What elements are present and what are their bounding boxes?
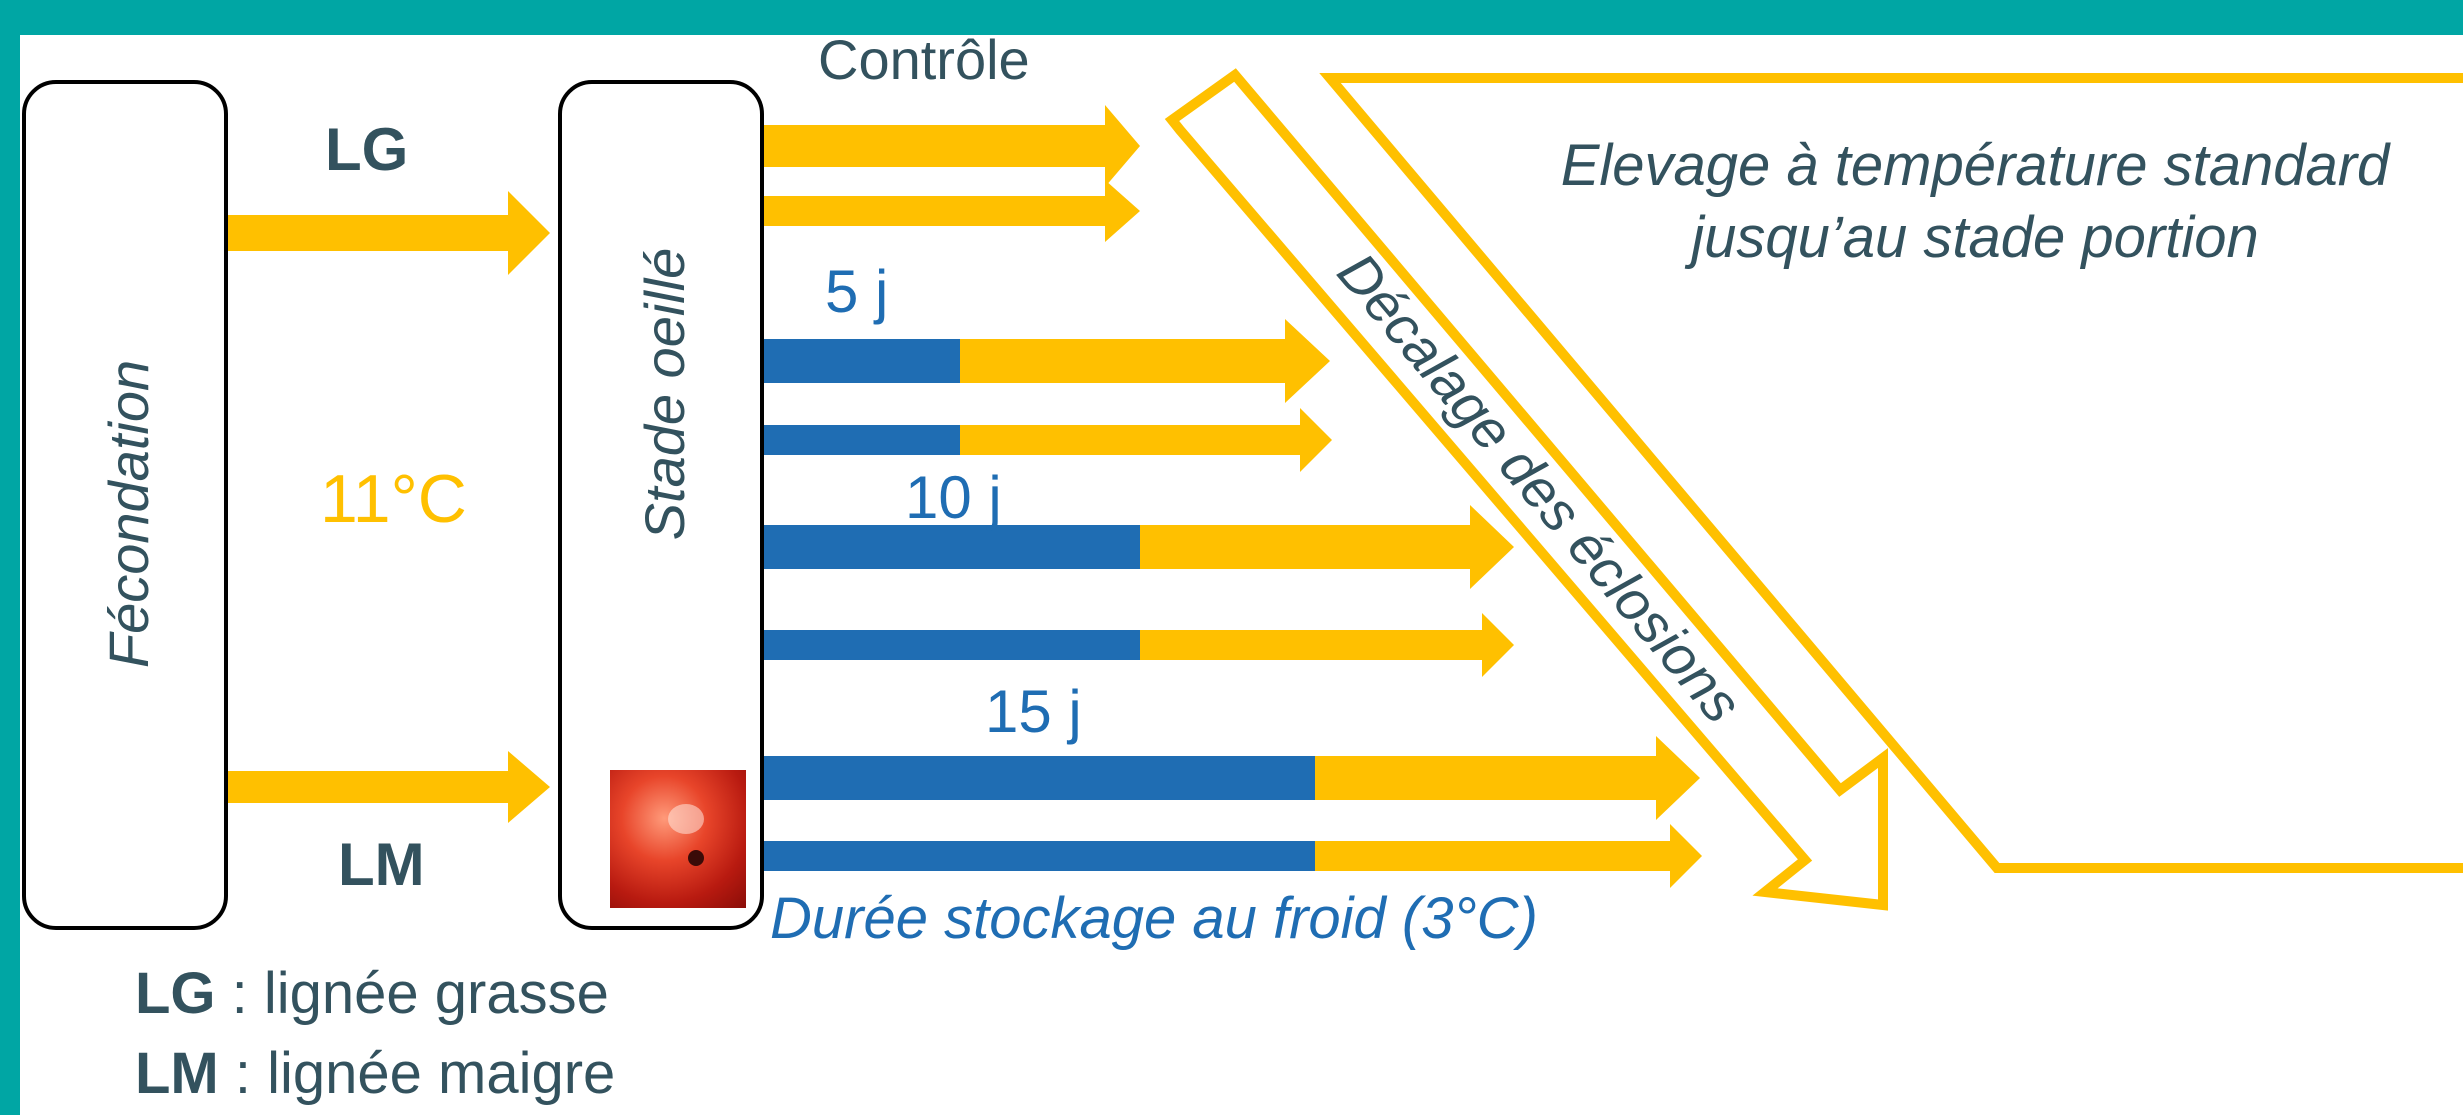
storage-bar-15j-1: [760, 756, 1315, 800]
fecondation-label: Fécondation: [97, 359, 160, 669]
diagram-canvas: Fécondation Stade oeillé LG LM 11°C Cont…: [20, 28, 2463, 1115]
eyed-egg-photo: [610, 770, 746, 908]
legend-lm-text: : lignée maigre: [218, 1041, 616, 1106]
elevage-text: Elevage à température standard jusqu’au …: [1495, 130, 2455, 274]
legend-lm: LM : lignée maigre: [135, 1040, 615, 1107]
storage-bar-5j-1: [760, 339, 960, 383]
decalage-arrow-outline: [1164, 68, 1888, 911]
lm-label: LM: [338, 831, 425, 898]
legend-lg: LG : lignée grasse: [135, 960, 609, 1027]
lg-arrow: [226, 191, 550, 275]
storage-arrow-15j-2: [1315, 824, 1702, 888]
storage-arrow-10j-1: [1140, 505, 1514, 589]
elevage-line-1: Elevage à température standard: [1560, 133, 2390, 198]
control-arrow-1: [760, 105, 1140, 187]
diagram-shapes: [226, 68, 2463, 911]
storage-arrow-15j-1: [1315, 736, 1700, 820]
storage-caption: Durée stockage au froid (3°C): [770, 886, 1538, 951]
elevage-outline: [1319, 73, 2463, 873]
storage-arrow-10j-2: [1140, 613, 1514, 677]
control-arrow-2: [760, 180, 1140, 242]
legend-lg-abbr: LG: [135, 961, 216, 1026]
controle-label: Contrôle: [818, 28, 1030, 91]
elevage-line-2: jusqu’au stade portion: [1691, 205, 2259, 270]
storage-bar-5j-2: [760, 425, 960, 455]
storage-arrow-5j-1: [960, 319, 1330, 403]
lg-label: LG: [325, 116, 409, 183]
legend-lm-abbr: LM: [135, 1041, 219, 1106]
storage-label-10j: 10 j: [905, 464, 1002, 531]
storage-label-5j: 5 j: [825, 258, 889, 325]
temperature-label: 11°C: [320, 461, 467, 537]
storage-bar-15j-2: [760, 841, 1315, 871]
legend-lg-text: : lignée grasse: [215, 961, 609, 1026]
storage-bar-10j-2: [760, 630, 1140, 660]
stade-oeille-label: Stade oeillé: [633, 247, 696, 541]
lm-arrow: [226, 751, 550, 823]
storage-label-15j: 15 j: [985, 678, 1082, 745]
storage-bar-10j-1: [760, 525, 1140, 569]
fecondation-box: Fécondation: [22, 80, 228, 930]
storage-arrow-5j-2: [960, 408, 1332, 472]
